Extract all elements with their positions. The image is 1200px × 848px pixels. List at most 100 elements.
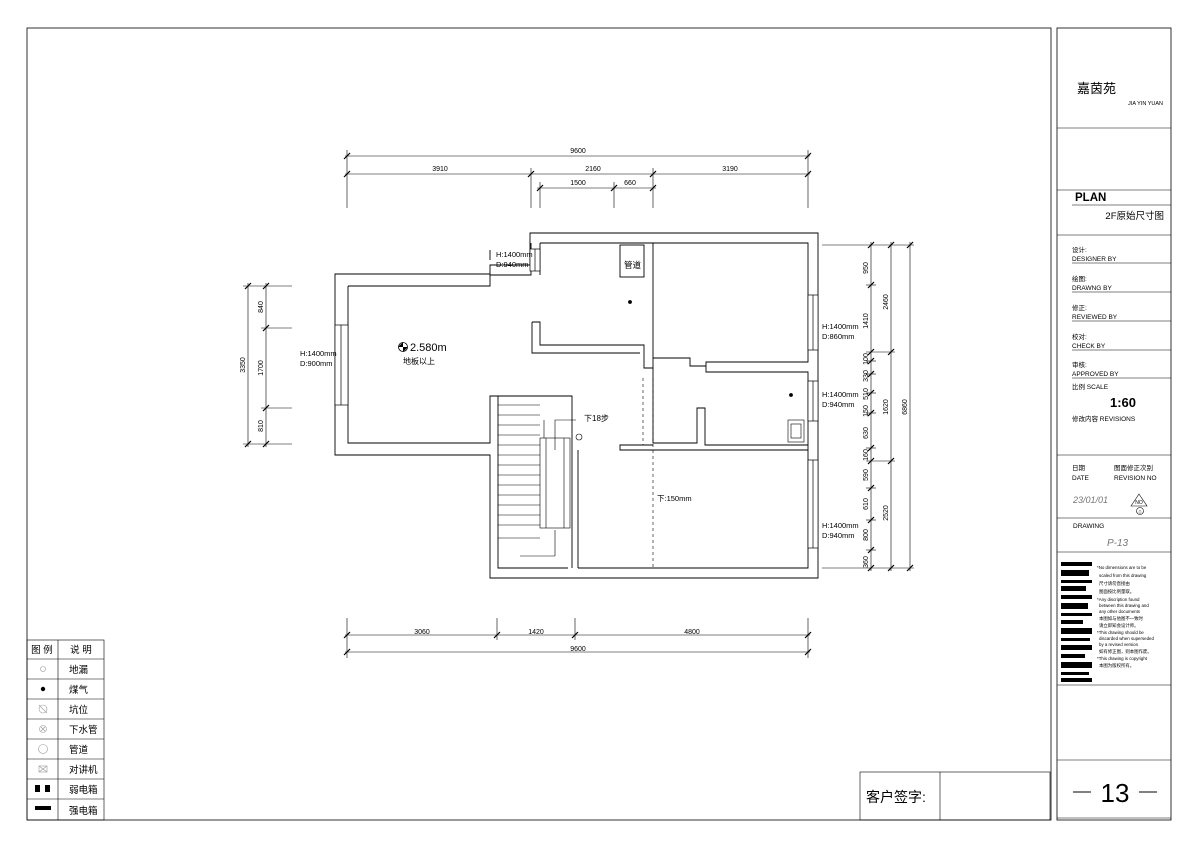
floor-drop-label: 下:150mm (657, 494, 692, 503)
floor-change-lines (642, 378, 654, 568)
scale-value: 1:60 (1110, 395, 1136, 410)
dim-right-mid-3: 2520 (883, 505, 890, 521)
date-value: 23/01/01 (1072, 495, 1108, 505)
dim-right-inner-5: 510 (863, 388, 870, 400)
revision-label-en: REVISION NO (1114, 475, 1157, 482)
window-right1-height: H:1400mm (822, 322, 859, 331)
pit-icon (38, 704, 48, 714)
window-right3-depth: D:940mm (822, 531, 855, 540)
dim-right-mid-1: 2460 (883, 294, 890, 310)
dim-right-inner-2: 1410 (863, 313, 870, 329)
dim-bottom-total: 9600 (570, 646, 586, 653)
svg-text:*This drawing should be: *This drawing should be (1097, 630, 1144, 635)
svg-text:*No dimensions are to be: *No dimensions are to be (1097, 565, 1147, 570)
gas-point-icon (628, 300, 632, 304)
revision-no-circle (1136, 507, 1144, 515)
dimension-ticks (244, 152, 914, 656)
pipe-icon (38, 744, 48, 754)
window-right2-height: H:1400mm (822, 390, 859, 399)
reviewer-label-cn: 修正: (1072, 303, 1087, 312)
walls (334, 232, 819, 579)
signature-label: 客户签字: (866, 789, 926, 805)
dim-left-seg-1: 840 (258, 301, 265, 313)
dim-left-seg-3: 810 (258, 420, 265, 432)
svg-text:*Any discription found: *Any discription found (1097, 597, 1140, 602)
plan-title: 2F原始尺寸图 (1105, 210, 1164, 222)
dim-bottom-seg-2: 1420 (528, 629, 544, 636)
dim-top-seg-1: 3910 (432, 166, 448, 173)
gas-point-icon-2 (789, 393, 793, 397)
dim-left-total: 3350 (240, 357, 247, 373)
svg-text:any other documents: any other documents (1099, 609, 1141, 614)
designer-label-en: DESIGNER BY (1072, 256, 1117, 263)
svg-text:本图如与他图不一致时: 本图如与他图不一致时 (1099, 615, 1144, 622)
date-label-cn: 日期 (1072, 464, 1086, 472)
scale-label: 比例 SCALE (1072, 382, 1109, 391)
stairs-label: 下18步 (584, 414, 609, 423)
strong-box-icon (35, 806, 51, 810)
legend-item-label: 下水管 (69, 724, 98, 736)
page-number: 13 (1101, 778, 1130, 808)
revisions-label: 修改内容 REVISIONS (1072, 414, 1136, 423)
title-block: 嘉茵苑 JIA YIN YUAN PLAN 2F原始尺寸图 设计: DESIGN… (1057, 81, 1171, 819)
notes-text: *No dimensions are to be scaled from thi… (1097, 565, 1154, 669)
dim-top-total: 9600 (570, 148, 586, 155)
fixtures (628, 300, 805, 443)
drawer-label-en: DRAWNG BY (1072, 285, 1113, 292)
window-left (334, 324, 349, 406)
barcode-icon (1061, 562, 1092, 682)
dim-right-inner-4: 330 (863, 370, 870, 382)
dim-right-inner-1: 950 (863, 262, 870, 274)
window-right3-height: H:1400mm (822, 521, 859, 530)
toilet-fixture (787, 419, 805, 443)
staircase (498, 404, 583, 557)
legend-header-desc: 说 明 (70, 644, 92, 656)
dim-right-inner-7: 630 (863, 427, 870, 439)
window-right1-depth: D:860mm (822, 332, 855, 341)
window-labels: H:1400mm D:940mm H:1400mm D:900mm H:1400… (300, 250, 859, 540)
svg-text:*This drawing is copyright: *This drawing is copyright (1097, 656, 1148, 661)
ceiling-height-note: 地板以上 (403, 356, 435, 366)
reviewer-label-en: REVIEWED BY (1072, 314, 1118, 321)
svg-text:图面按比例量取。: 图面按比例量取。 (1099, 588, 1134, 595)
legend-item-label: 地漏 (69, 664, 88, 676)
svg-text:between this drawing and: between this drawing and (1099, 603, 1149, 608)
dim-left-seg-2: 1700 (258, 360, 265, 376)
approver-label-en: APPROVED BY (1072, 371, 1119, 378)
weak-box-icon (35, 785, 50, 792)
revision-no-value: 0 (1139, 510, 1142, 516)
dim-right-inner-11: 800 (863, 529, 870, 541)
legend-item-label: 坑位 (69, 704, 89, 716)
designer-label-cn: 设计: (1072, 245, 1087, 254)
ceiling-height: 2.580m (410, 342, 447, 354)
revision-label-cn: 图面修正次别 (1114, 463, 1153, 472)
revision-no-triangle (1130, 493, 1148, 507)
drawer-label-cn: 绘图: (1072, 274, 1087, 283)
window-top-depth: D:940mm (496, 260, 529, 269)
dim-right-inner-8: 160 (863, 449, 870, 461)
svg-text:尺寸请勿直接由: 尺寸请勿直接由 (1099, 580, 1130, 587)
dim-top-sub-2: 660 (624, 180, 636, 187)
window-right2-depth: D:940mm (822, 400, 855, 409)
checker-label-en: CHECK BY (1072, 343, 1106, 350)
dim-bottom-seg-3: 4800 (684, 629, 700, 636)
svg-text:by a revised version: by a revised version (1099, 642, 1139, 647)
svg-text:本图为版权所有。: 本图为版权所有。 (1099, 662, 1134, 669)
window-top-height: H:1400mm (496, 250, 533, 259)
intercom-icon (38, 765, 48, 773)
drawing-label: DRAWING (1073, 523, 1104, 530)
drawing-number: P-13 (1107, 538, 1129, 549)
date-label-en: DATE (1072, 475, 1090, 482)
dim-right-inner-10: 610 (863, 498, 870, 510)
svg-text:scaled from this drawing: scaled from this drawing (1099, 573, 1147, 578)
floor-drain-icon (40, 666, 46, 672)
dim-top-sub-1: 1500 (570, 180, 586, 187)
legend-table: 图 例 说 明 地漏 煤气 坑位 下水管 管道 对讲机 弱电箱 强电箱 (26, 639, 105, 821)
checker-label-cn: 校对: (1072, 332, 1087, 341)
legend-header-icon: 图 例 (31, 644, 53, 656)
dim-top-seg-2: 2160 (585, 166, 601, 173)
signature-box: 客户签字: (859, 771, 1051, 821)
legend-item-label: 弱电箱 (69, 784, 98, 796)
dimension-texts: 9600 3910 2160 3190 1500 660 3060 1420 4… (240, 148, 909, 653)
